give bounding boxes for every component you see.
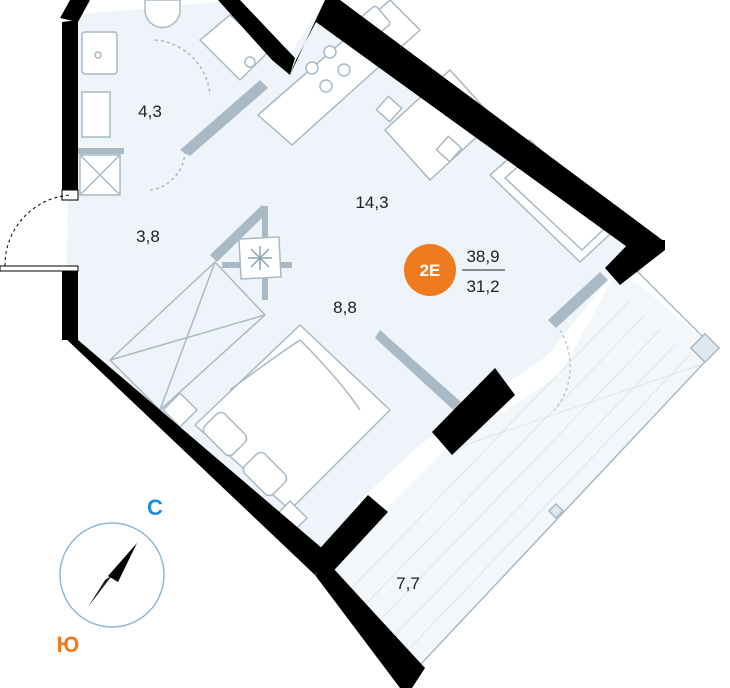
room-area-sleeping-zone: 8,8 [333,298,357,317]
wall-column-low [305,495,388,580]
wall-column-mid [432,368,515,455]
room-area-bathroom: 4,3 [138,102,162,121]
wall-left-upper [62,20,78,190]
apartment-badge: 2E 38,9 31,2 [404,244,505,296]
bathroom-door-swing [154,39,211,96]
wall-right-pier [605,240,665,285]
wall-bottom-loggia [315,565,425,688]
bathroom-fixtures [79,0,272,196]
compass-north-label: С [147,495,163,520]
wall-left-lower [62,268,78,340]
refrigerator [238,236,282,280]
loggia-deck-lines [349,299,701,651]
entrance-door [0,189,79,272]
wall-top-bathroom [218,0,295,75]
wall-top-diagonal [60,0,90,22]
washing-machine [81,91,111,138]
loggia-door-swing [554,329,571,411]
compass: С Ю [57,495,165,657]
pillow-left [202,411,248,457]
wardrobe [108,260,267,412]
wall-left-diagonal [62,335,330,575]
compass-needle-tip-icon [108,543,137,582]
loggia-floor [330,272,716,665]
room-area-hallway: 3,8 [136,227,160,246]
cooktop-icon [305,45,351,93]
hallway-door-swing [149,149,186,191]
room-area-loggia: 7,7 [396,574,420,593]
room-area-kitchen-living: 14,3 [355,193,388,212]
washbasin-drain-icon [94,51,102,59]
nightstand-left [161,391,199,429]
snowflake-icon [248,246,272,270]
apartment-code: 2E [420,261,441,280]
total-area: 38,9 [466,247,499,266]
bathtub [144,0,181,29]
compass-south-label: Ю [57,632,80,657]
exterior-walls [60,0,665,688]
apartment-code-badge [404,244,456,296]
living-area: 31,2 [466,277,499,296]
double-bed [161,323,392,537]
pillow-right [242,451,288,497]
wall-top-right-diagonal [290,0,665,262]
shower-drain-icon [244,56,256,68]
